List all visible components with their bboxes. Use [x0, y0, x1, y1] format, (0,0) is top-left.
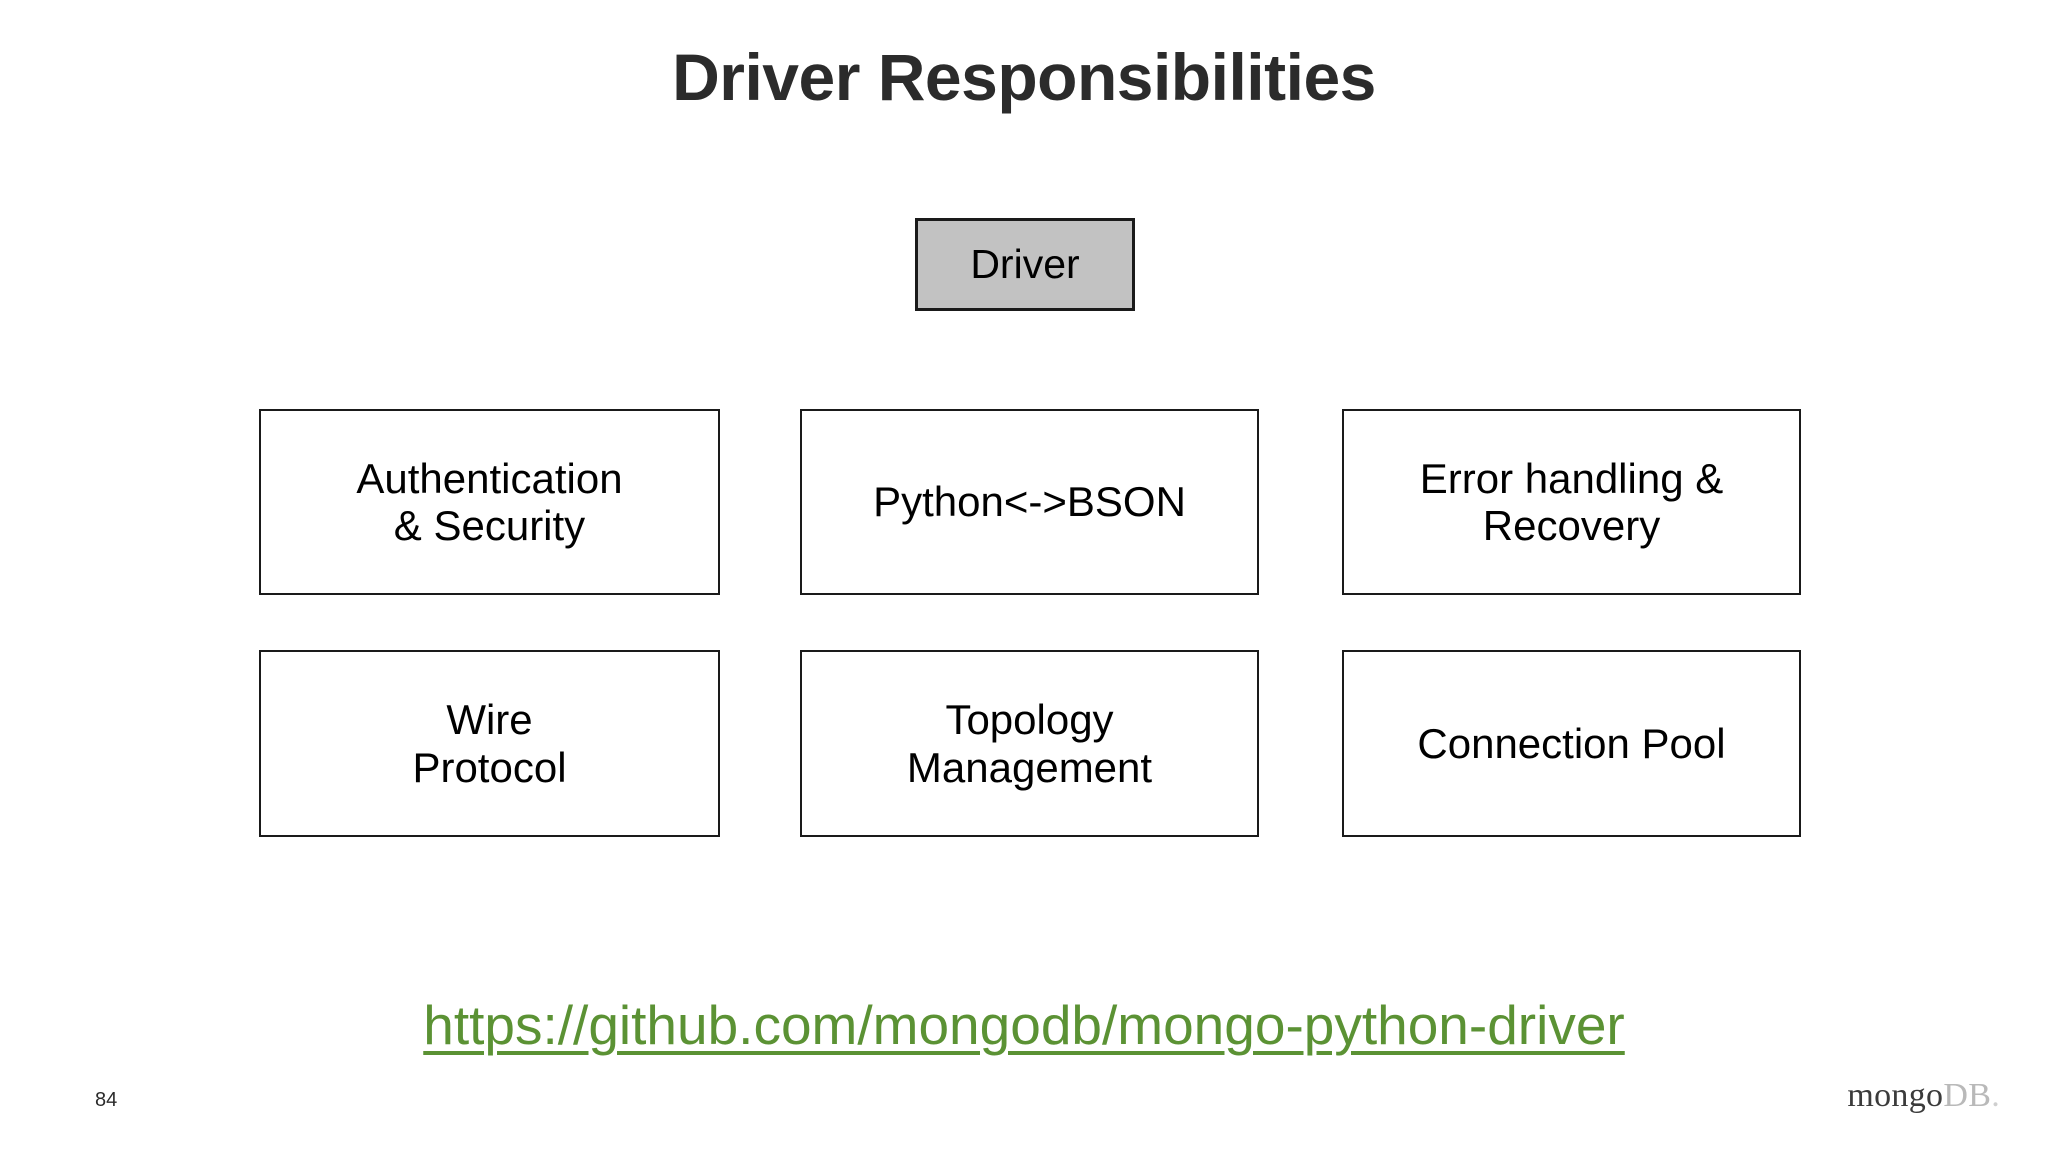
responsibility-label: Error handling & Recovery: [1419, 454, 1724, 549]
responsibility-label: Connection Pool: [1417, 719, 1726, 767]
mongodb-logo: mongoDB.: [1847, 1079, 2000, 1113]
driver-node: Driver: [915, 218, 1135, 311]
responsibility-label: Authentication & Security: [356, 454, 623, 549]
responsibility-label: Topology Management: [906, 696, 1153, 791]
repository-link[interactable]: https://github.com/mongodb/mongo-python-…: [423, 994, 1625, 1056]
driver-node-label: Driver: [970, 241, 1080, 288]
page-number: 84: [95, 1089, 118, 1111]
responsibility-box-authentication: Authentication & Security: [259, 409, 720, 595]
responsibility-box-connection-pool: Connection Pool: [1342, 650, 1801, 837]
responsibility-label: Wire Protocol: [412, 696, 567, 791]
responsibility-label: Python<->BSON: [873, 478, 1186, 526]
responsibility-box-wire-protocol: Wire Protocol: [259, 650, 720, 837]
responsibility-box-topology-management: Topology Management: [800, 650, 1259, 837]
mongodb-logo-primary: mongo: [1847, 1077, 1944, 1114]
responsibility-box-error-handling: Error handling & Recovery: [1342, 409, 1801, 595]
page-title: Driver Responsibilities: [672, 40, 1376, 114]
responsibility-box-python-bson: Python<->BSON: [800, 409, 1259, 595]
mongodb-logo-secondary: DB: [1943, 1077, 1992, 1114]
mongodb-logo-dot: .: [1991, 1077, 2000, 1114]
